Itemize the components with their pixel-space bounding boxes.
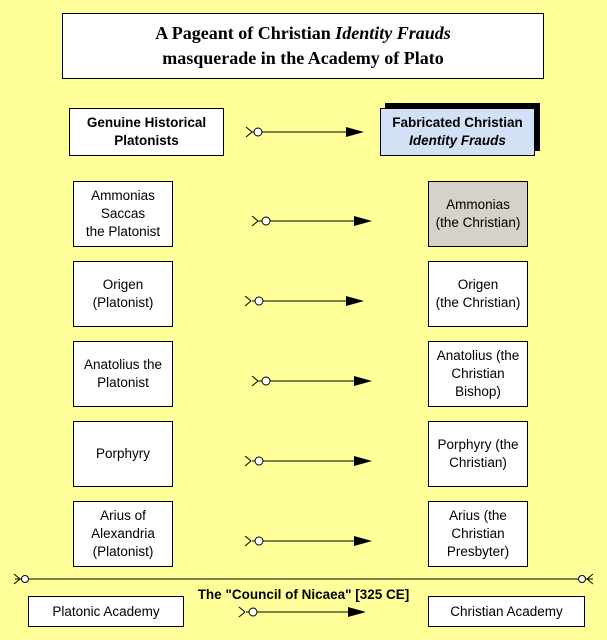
right-box-arius: Arius (the Christian Presbyter): [428, 501, 528, 567]
right-box-origen: Origen (the Christian): [428, 261, 528, 327]
timeline-divider: [13, 573, 594, 585]
title-line-1: A Pageant of Christian Identity Frauds: [155, 23, 451, 43]
left-box-anatolius: Anatolius the Platonist: [73, 341, 173, 407]
right-box-ammonias: Ammonias (the Christian): [428, 181, 528, 247]
left-box-origen: Origen (Platonist): [73, 261, 173, 327]
header-genuine-platonists: Genuine Historical Platonists: [69, 108, 224, 156]
arrow-anatolius: [251, 375, 372, 387]
arrow-porphyry: [244, 455, 372, 467]
right-box-porphyry: Porphyry (the Christian): [428, 421, 528, 487]
council-of-nicaea-label: The "Council of Nicaea" [325 CE]: [197, 587, 410, 602]
left-box-ammonias: Ammonias Saccas the Platonist: [73, 181, 173, 247]
christian-academy-box: Christian Academy: [428, 596, 585, 627]
arrow-ammonias: [251, 215, 372, 227]
title-line-2: masquerade in the Academy of Plato: [162, 48, 444, 68]
header-fabricated-christian: Fabricated Christian Identity Frauds: [380, 108, 535, 156]
arrow-origen: [244, 295, 364, 307]
left-box-arius: Arius of Alexandria (Platonist): [73, 501, 173, 567]
platonic-academy-box: Platonic Academy: [28, 596, 184, 627]
right-box-anatolius: Anatolius (the Christian Bishop): [428, 341, 528, 407]
left-box-porphyry: Porphyry: [73, 421, 173, 487]
header-arrow: [245, 126, 364, 138]
arrow-arius: [244, 535, 372, 547]
academy-arrow: [238, 606, 366, 618]
diagram-title: A Pageant of Christian Identity Frauds m…: [62, 13, 544, 79]
